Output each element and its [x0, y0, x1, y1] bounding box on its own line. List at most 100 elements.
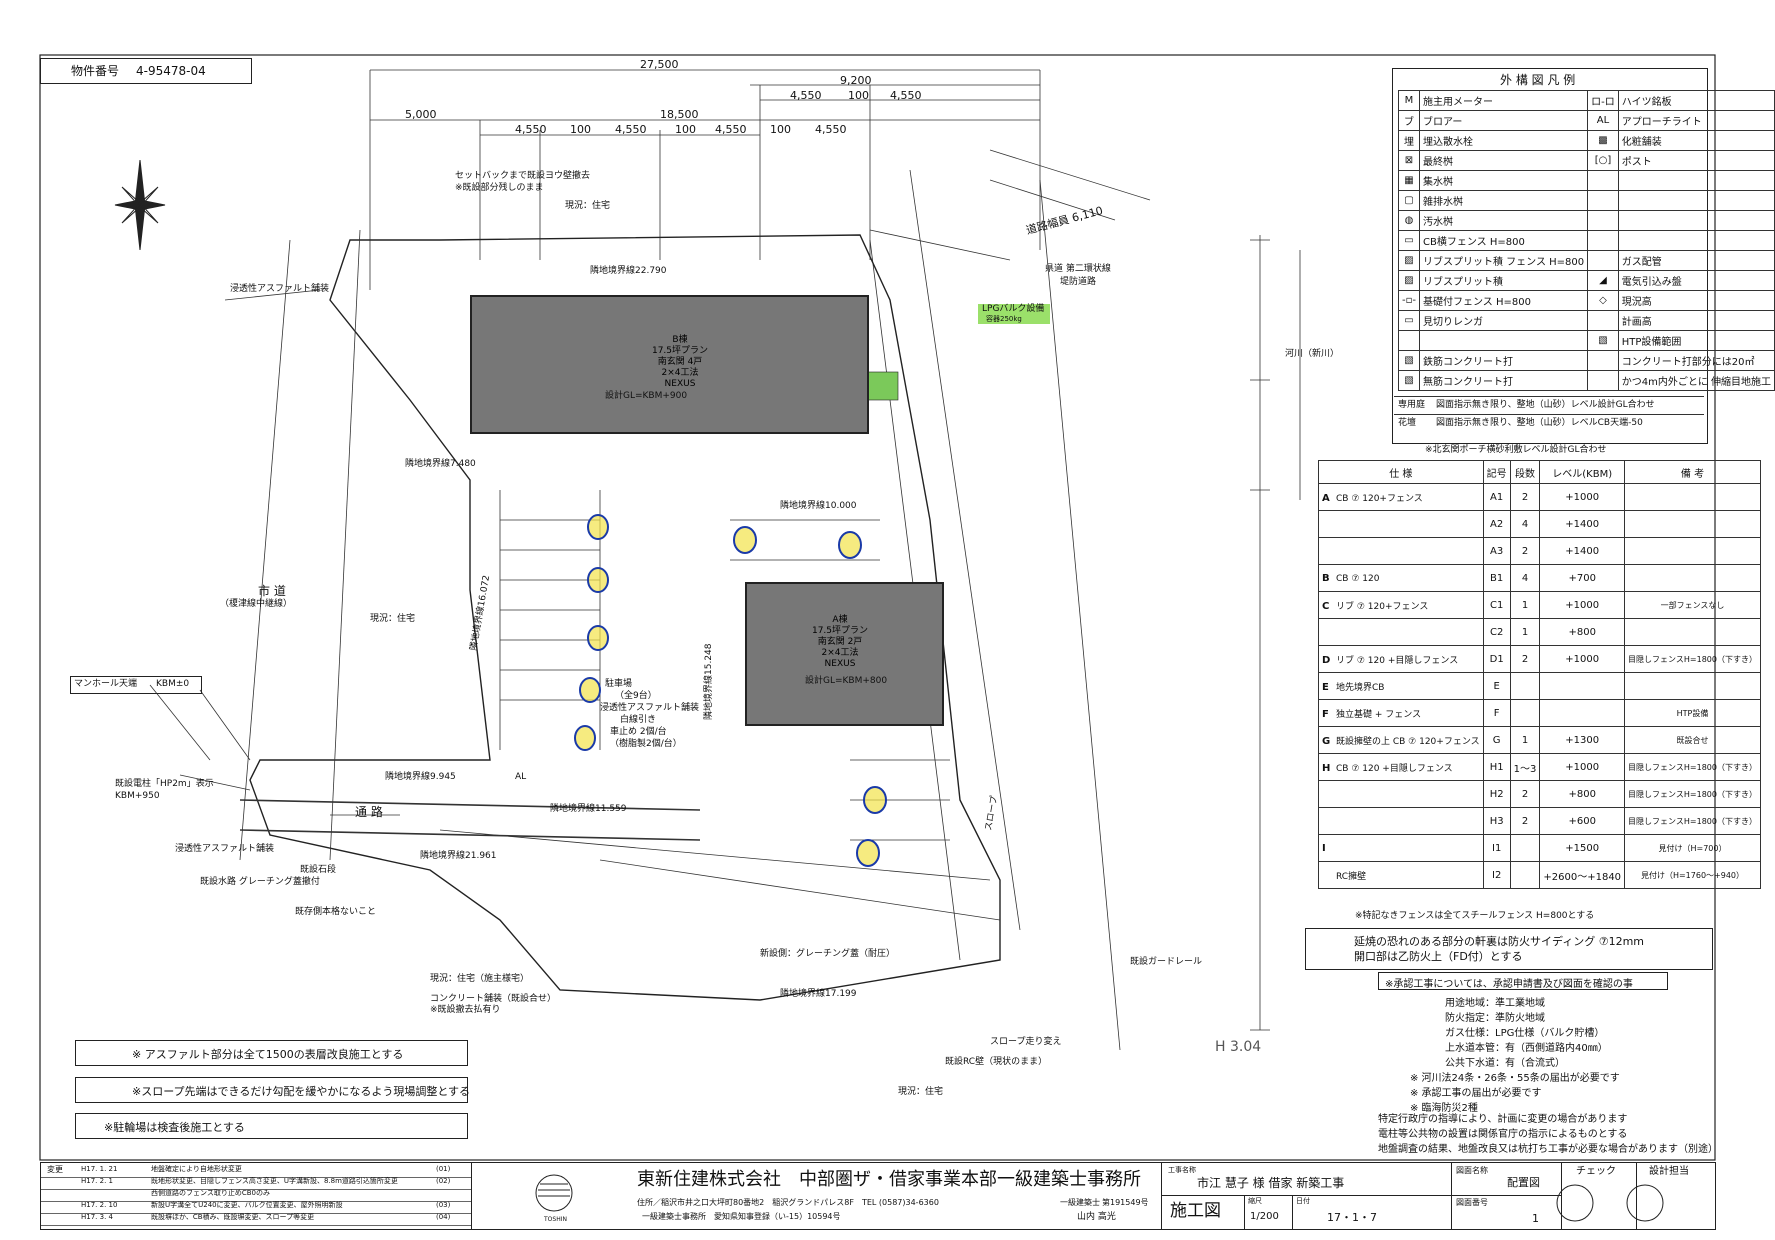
spec-note [1624, 537, 1761, 565]
drawing-number: 1 [1532, 1212, 1539, 1225]
manhole-label: マンホール天端 [74, 679, 138, 689]
spec-steps: 4 [1509, 510, 1541, 538]
company-registration: 一級建築士事務所 愛知県知事登録（い-15）10594号 [642, 1212, 841, 1221]
spec-text: CB ⑦ 120 [1336, 573, 1380, 584]
rinkai-note: ※ 臨海防災2種 [1410, 1103, 1478, 1114]
legend-label: 埋込散水栓 [1418, 130, 1589, 151]
city-road-sub: （榎津線中継線） [220, 599, 293, 609]
building-a [745, 582, 944, 726]
spec-spec: RC擁壁 [1318, 861, 1484, 889]
company-cell: TOSHIN 東新住建株式会社 中部圏ザ・借家事業本部一級建築士事務所 住所／稲… [471, 1163, 1162, 1229]
spec-note: 目隠しフェンスH=1800（下すき） [1624, 780, 1761, 808]
waterway: 既設水路 グレーチング蓋撤付 [200, 877, 320, 887]
boundary-mid: 隣地境界線10.000 [780, 501, 857, 511]
legend-symbol-icon [1587, 250, 1619, 271]
building-b-line0: B棟 [672, 335, 688, 345]
legend-row: ▧鉄筋コンクリート打コンクリート打部分には20㎡ [1398, 350, 1775, 371]
spec-symbol: H1 [1482, 753, 1511, 781]
spec-note [1624, 483, 1761, 511]
doc-number-label: 物件番号 [71, 64, 120, 78]
revision-code: (01) [436, 1165, 451, 1173]
spec-note: 一部フェンスなし [1624, 591, 1761, 619]
revision-date: H17. 2. 10 [81, 1201, 118, 1209]
company-name: 東新住建株式会社 中部圏ザ・借家事業本部一級建築士事務所 [637, 1169, 1141, 1190]
manhole-box: マンホール天端 KBM±0 [70, 676, 202, 694]
legend-label: 汚水桝 [1418, 210, 1589, 231]
legend-row: ▦集水桝 [1398, 170, 1775, 191]
legend-title: 外 構 図 凡 例 [1500, 73, 1576, 87]
fire-note: 延焼の恐れのある部分の軒裏は防火サイディング ⑦12mm [1354, 935, 1645, 948]
scale-label: 縮尺 [1248, 1197, 1262, 1205]
check-label: チェック [1576, 1166, 1616, 1177]
lpg-bulk-highlight: LPGバルク設備 容器250kg [978, 304, 1050, 324]
dim-seg-b0: 4,550 [790, 89, 822, 102]
legend-symbol-icon [1587, 310, 1619, 331]
revision-text: 既設塀ほか、CB積み、既設塀変更、スロープ等変更 [151, 1213, 315, 1221]
legend-label: CB横フェンス H=800 [1418, 230, 1589, 251]
spec-note: HTP設備 [1624, 699, 1761, 727]
spec-steps: 2 [1509, 537, 1541, 565]
spec-steps [1509, 672, 1541, 700]
spec-level: +800 [1539, 780, 1626, 808]
legend-row: ▢雑排水桝 [1398, 190, 1775, 211]
drawing-name: 配置図 [1507, 1176, 1540, 1189]
prefectural-road: 県道 第二環状線 [1045, 264, 1111, 274]
stage-label: 施工図 [1170, 1201, 1221, 1221]
dim-seg-a1: 100 [570, 123, 591, 136]
spec-steps [1509, 834, 1541, 862]
spec-symbol: A2 [1482, 510, 1511, 538]
doc-number-box: 物件番号 4-95478-04 [40, 58, 252, 84]
revision-text: 既地形状変更、目隠しフェンス高さ変更、U字溝新設、8.8m道路引込箇所変更 [151, 1177, 398, 1185]
legend-symbol-icon: ◍ [1398, 210, 1420, 231]
spec-level: +700 [1539, 564, 1626, 592]
spec-level: +1400 [1539, 510, 1626, 538]
revisions-header: 変更 [47, 1165, 63, 1174]
legend-label: 計画高 [1617, 310, 1775, 331]
city-road: 市 道 [258, 584, 286, 598]
zone-items: 用途地域：準工業地域 防火指定：準防火地域 ガス仕様：LPG仕様（バルク貯槽） … [1390, 996, 1620, 1116]
shonin-note: ※ 承認工事の届出が必要です [1410, 1088, 1542, 1099]
spec-level: +2600～+1840 [1539, 861, 1626, 889]
legend-symbol-icon [1587, 210, 1619, 231]
legend-symbol-icon: 埋 [1398, 130, 1420, 151]
legend-label: 雑排水桝 [1418, 190, 1589, 211]
building-a-label: A棟 17.5坪プラン 南玄関 2戸 2×4工法 NEXUS [800, 615, 880, 670]
legend-label: 電気引込み盤 [1617, 270, 1775, 291]
legend-label: 基礎付フェンス H=800 [1418, 290, 1589, 311]
revision-text: 地盤確定により自地形状変更 [151, 1165, 242, 1173]
company-address: 住所／稲沢市井之口大坪町80番地2 稲沢グランドパレス8F TEL (0587)… [637, 1198, 939, 1207]
spec-group: B [1322, 572, 1330, 584]
zone-item-3: 上水道本管：有（西側道路内40㎜） [1445, 1043, 1608, 1054]
dim-seg-b3: 100 [770, 123, 791, 136]
legend-row: ▭CB横フェンス H=800 [1398, 230, 1775, 251]
dim-seg-b1: 100 [848, 89, 869, 102]
spec-steps: 2 [1509, 483, 1541, 511]
legend-senyoteien: 専用庭 図面指示無き限り、整地（山砂）レベル設計GL合わせ [1394, 396, 1704, 414]
lpg-label: LPGバルク設備 [982, 304, 1045, 314]
legend-label: リブスプリット積 フェンス H=800 [1418, 250, 1589, 271]
legend-row: ▧HTP設備範囲 [1398, 330, 1775, 351]
legend-row: 埋埋込散水栓▩化粧舗装 [1398, 130, 1775, 151]
dim-mid: 18,500 [660, 108, 699, 121]
project-label: 工事名称 [1168, 1166, 1196, 1174]
legend-symbol-icon: [○] [1587, 150, 1619, 171]
spec-level: +1400 [1539, 537, 1626, 565]
legend-label [1617, 170, 1775, 191]
legend-label: ハイツ銘板 [1617, 90, 1775, 111]
spec-steps: 1 [1509, 726, 1541, 754]
spec-footnote: ※特記なきフェンスは全てスチールフェンス H=800とする [1355, 911, 1595, 921]
spec-text: リブ ⑦ 120+フェンス [1336, 601, 1429, 612]
spec-symbol: I1 [1482, 834, 1511, 862]
building-a-line2: 南玄関 2戸 [817, 637, 863, 647]
spec-group: D [1322, 654, 1331, 666]
spec-level: +1000 [1539, 753, 1626, 781]
